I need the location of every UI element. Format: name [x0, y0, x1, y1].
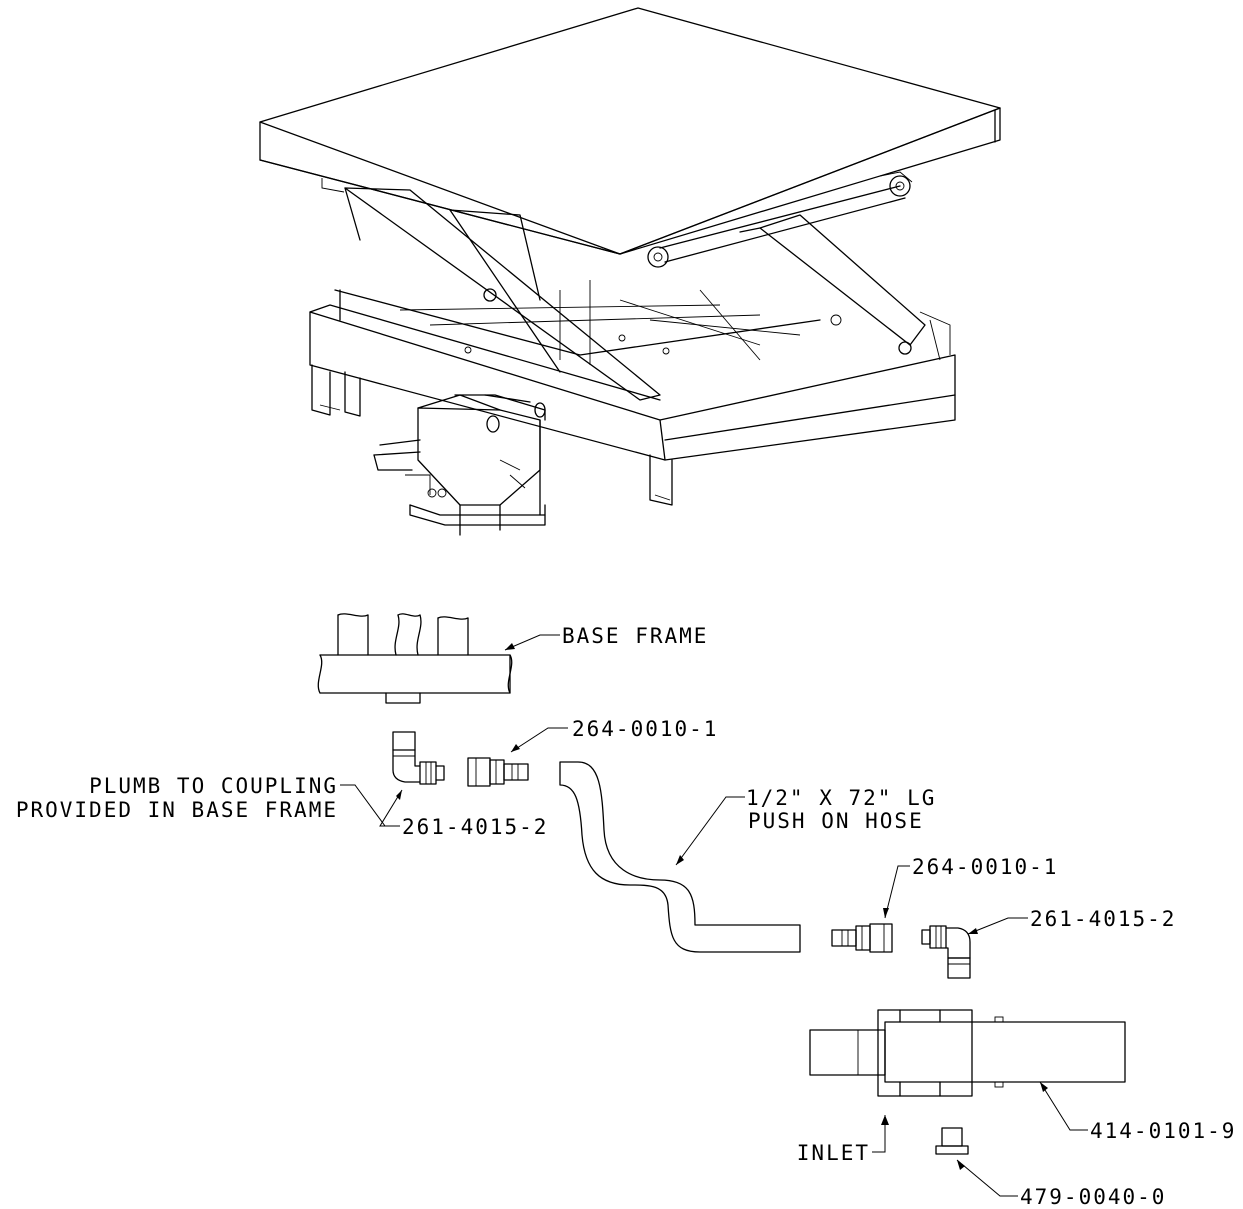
label-elbow-top: 261-4015-2	[402, 815, 548, 839]
label-coupling-bottom: 264-0010-1	[912, 855, 1058, 879]
label-pump: 414-0101-9	[1090, 1119, 1236, 1143]
hand-pump-assembly	[809, 1009, 1126, 1097]
label-plumb-line1: PLUMB TO COUPLING	[89, 774, 338, 798]
label-plumb-line2: PROVIDED IN BASE FRAME	[16, 798, 338, 822]
elbow-fitting-top	[392, 731, 445, 785]
quick-coupling-bottom	[831, 923, 893, 953]
elbow-fitting-bottom	[921, 925, 971, 979]
lift-table-isometric	[259, 7, 1001, 536]
leader-arrowheads	[396, 643, 1048, 1170]
label-hose-line2: PUSH ON HOSE	[748, 809, 924, 833]
label-coupling-top: 264-0010-1	[572, 717, 718, 741]
label-inlet: INLET	[797, 1141, 870, 1165]
base-frame-detail	[317, 613, 513, 704]
leader-lines	[340, 634, 1088, 1197]
label-elbow-bottom: 261-4015-2	[1030, 907, 1176, 931]
label-plug: 479-0040-0	[1020, 1185, 1166, 1209]
quick-coupling-top	[467, 757, 529, 787]
push-on-hose	[559, 761, 801, 953]
pipe-plug	[935, 1127, 969, 1155]
label-hose-line1: 1/2" X 72" LG	[746, 786, 936, 810]
label-base-frame: BASE FRAME	[562, 624, 708, 648]
